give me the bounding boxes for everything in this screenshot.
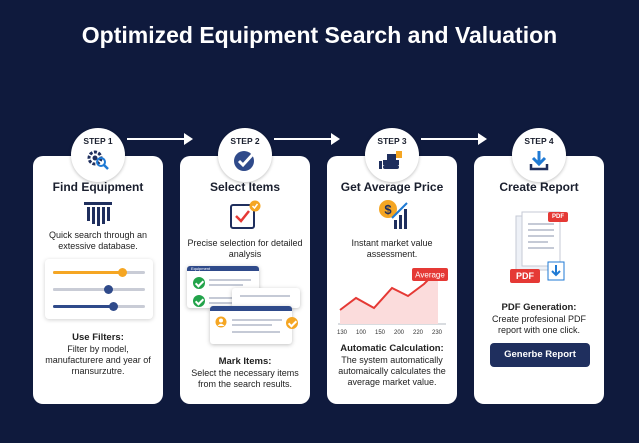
step-3-subdesc: The system automatically automaically ca…: [338, 355, 446, 387]
text-line: [232, 319, 282, 321]
step-4-label: STEP 4: [524, 136, 554, 146]
step-1-subdesc: Filter by model, manufacturere and year …: [45, 344, 151, 376]
chart-tick-label: 150: [375, 330, 386, 336]
step-2-label: STEP 2: [230, 136, 260, 146]
text-line: [209, 284, 243, 286]
step-1-desc: Quick search through an extessive databa…: [48, 230, 148, 251]
step-2-title: Select Items: [209, 180, 281, 194]
step-4-subtitle: PDF Generation:: [501, 302, 577, 313]
step-1-badge: STEP 1: [71, 128, 125, 182]
step-4-title: Create Report: [499, 180, 579, 194]
slider-fill: [53, 271, 122, 274]
check-circle-icon: [234, 151, 255, 171]
price-chart: 130 100 150 200 220 230 Average: [337, 268, 448, 336]
text-line: [232, 324, 272, 326]
step-1-title: Find Equipment: [52, 180, 144, 194]
flow-arrow-1: [127, 133, 193, 145]
step-1-card: Find Equipment Quick search through an e…: [33, 156, 163, 404]
step-3-badge: STEP 3: [365, 128, 419, 182]
result-card-3[interactable]: [210, 306, 298, 344]
step-3-card: Get Average Price $ Instant market value…: [327, 156, 457, 404]
text-line: [232, 331, 280, 333]
step-4-badge: STEP 4: [512, 128, 566, 182]
page-title: Optimized Equipment Search and Valuation: [81, 22, 558, 48]
average-label-box: [412, 268, 448, 281]
chart-tick-label: 220: [413, 330, 424, 336]
pdf-badge-small: PDF: [548, 212, 568, 222]
chart-tick-label: 230: [432, 330, 443, 336]
text-line: [209, 297, 251, 299]
filter-sliders[interactable]: [45, 259, 153, 319]
flow-arrow-2: [274, 133, 340, 145]
slider-fill: [53, 288, 108, 291]
slider-knob[interactable]: [118, 268, 127, 277]
chart-area: [340, 270, 438, 324]
bulldozer-icon: [379, 151, 402, 169]
pdf-document-icon: [515, 211, 565, 281]
check-icon: [193, 295, 205, 307]
text-line: [209, 279, 251, 281]
chart-tick-label: 200: [394, 330, 405, 336]
logo-icon: [84, 202, 112, 226]
user-icon: [215, 316, 227, 328]
step-4-card: Create Report PDF PDF PDF Generation: Cr…: [474, 156, 604, 404]
filter-slider-1[interactable]: [53, 268, 145, 277]
text-line: [240, 295, 290, 297]
download-icon: [529, 151, 549, 171]
slider-knob[interactable]: [109, 302, 118, 311]
dollar-chart-icon: $: [379, 200, 408, 229]
result-card-2[interactable]: [232, 288, 300, 308]
slider-knob[interactable]: [104, 285, 113, 294]
step-1-subtitle: Use Filters:: [72, 332, 124, 343]
generate-report-button[interactable]: Generbe Report: [490, 343, 590, 367]
filter-slider-3[interactable]: [53, 302, 145, 311]
step-3-desc: Instant market value assessment.: [351, 238, 433, 259]
text-line: [209, 302, 239, 304]
chart-line: [339, 269, 439, 311]
step-2-badge: STEP 2: [218, 128, 272, 182]
step-4-desc: Create profesional PDF report with one c…: [491, 314, 587, 335]
checklist-icon: [230, 200, 261, 229]
step-3-title: Get Average Price: [340, 180, 444, 194]
step-2-subtitle: Mark Items:: [218, 356, 272, 367]
card-header: Equipment: [191, 266, 211, 271]
step-2-subdesc: Select the necessary items from the sear…: [191, 368, 299, 389]
pdf-badge-large: PDF: [510, 269, 540, 283]
chart-tick-label: 130: [337, 330, 348, 336]
gear-search-icon: [87, 150, 109, 170]
step-2-desc: Precise selection for detailed analysis: [187, 238, 303, 259]
check-icon: [286, 317, 298, 329]
slider-fill: [53, 305, 113, 308]
filter-slider-2[interactable]: [53, 285, 145, 294]
svg-text:$: $: [384, 202, 392, 217]
average-label: Average: [415, 271, 445, 280]
step-1-label: STEP 1: [83, 136, 113, 146]
step-2-card: Select Items Precise selection for detai…: [180, 156, 310, 404]
check-icon: [193, 277, 205, 289]
flow-arrow-3: [421, 133, 487, 145]
chart-tick-label: 100: [356, 330, 367, 336]
step-3-label: STEP 3: [377, 136, 407, 146]
step-3-subtitle: Automatic Calculation:: [340, 343, 444, 354]
